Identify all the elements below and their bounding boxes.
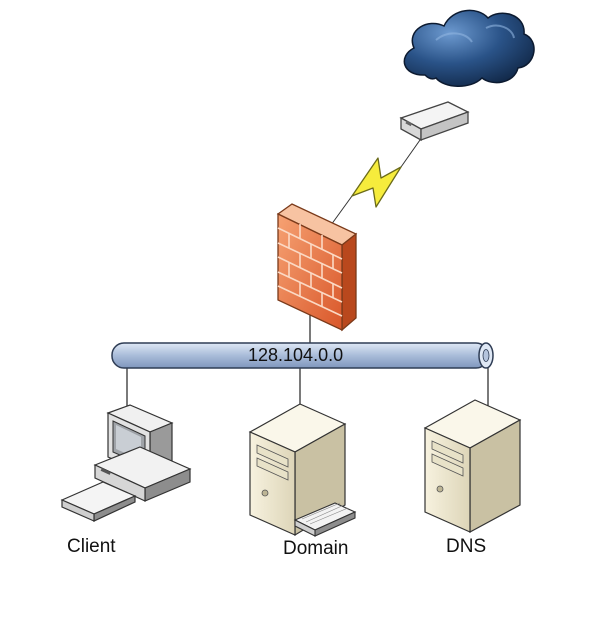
domain-label: Domain xyxy=(283,538,349,559)
firewall-icon xyxy=(276,203,358,332)
network-bus xyxy=(111,342,494,369)
network-address-label: 128.104.0.0 xyxy=(248,345,344,365)
desktop-computer-icon xyxy=(60,404,192,522)
modem-icon xyxy=(399,101,470,142)
lightning-link-icon xyxy=(330,139,421,226)
cloud-icon xyxy=(403,9,535,87)
dns-label: DNS xyxy=(446,536,487,557)
client-label: Client xyxy=(67,536,116,557)
server-tower-icon xyxy=(423,399,522,534)
server-tower-icon xyxy=(248,403,357,537)
